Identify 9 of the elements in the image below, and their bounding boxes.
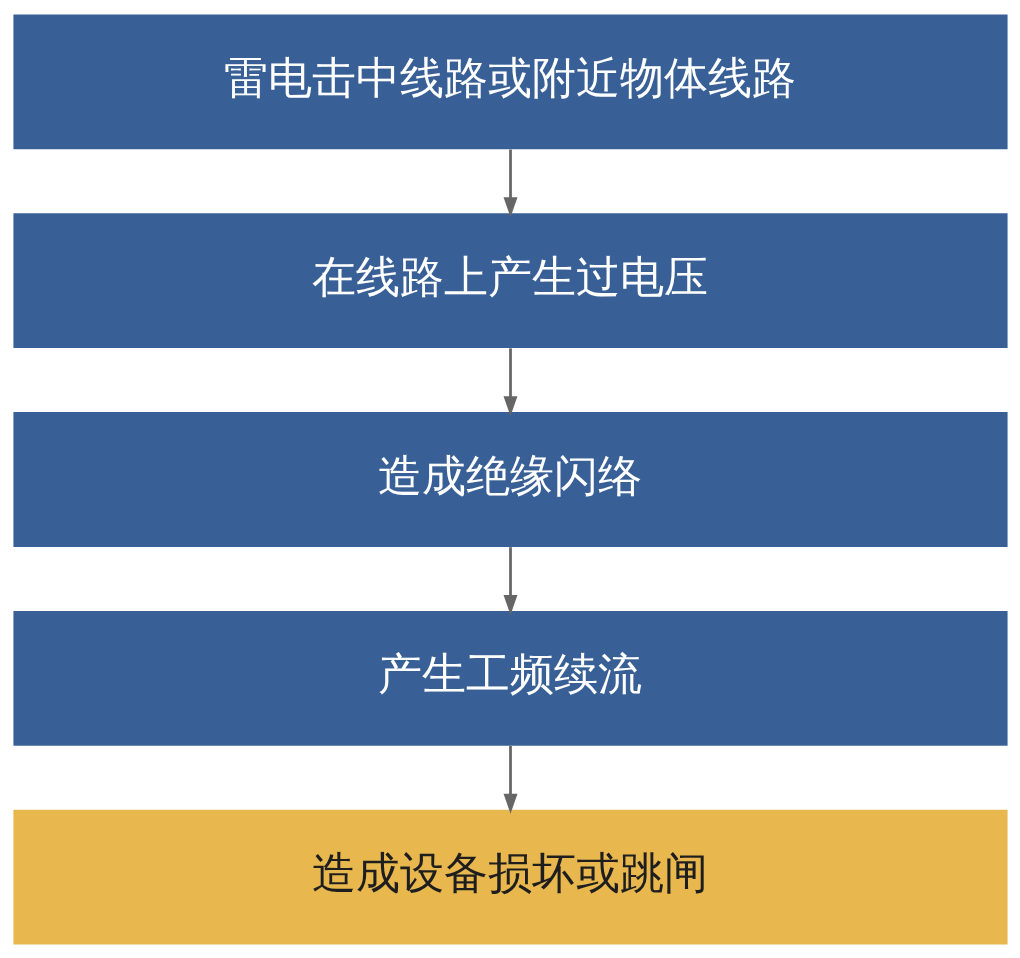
node-box: 产生工频续流 [12, 610, 1008, 746]
arrow [503, 745, 517, 814]
node-box: 造成设备损坏或跳闸 [12, 809, 1008, 945]
arrow [503, 149, 517, 217]
arrow [503, 347, 517, 416]
node-box: 雷电击中线路或附近物体线路 [12, 13, 1008, 149]
node-box: 造成绝缘闪络 [12, 411, 1008, 547]
node-box: 在线路上产生过电压 [12, 212, 1008, 348]
arrow [503, 546, 517, 615]
